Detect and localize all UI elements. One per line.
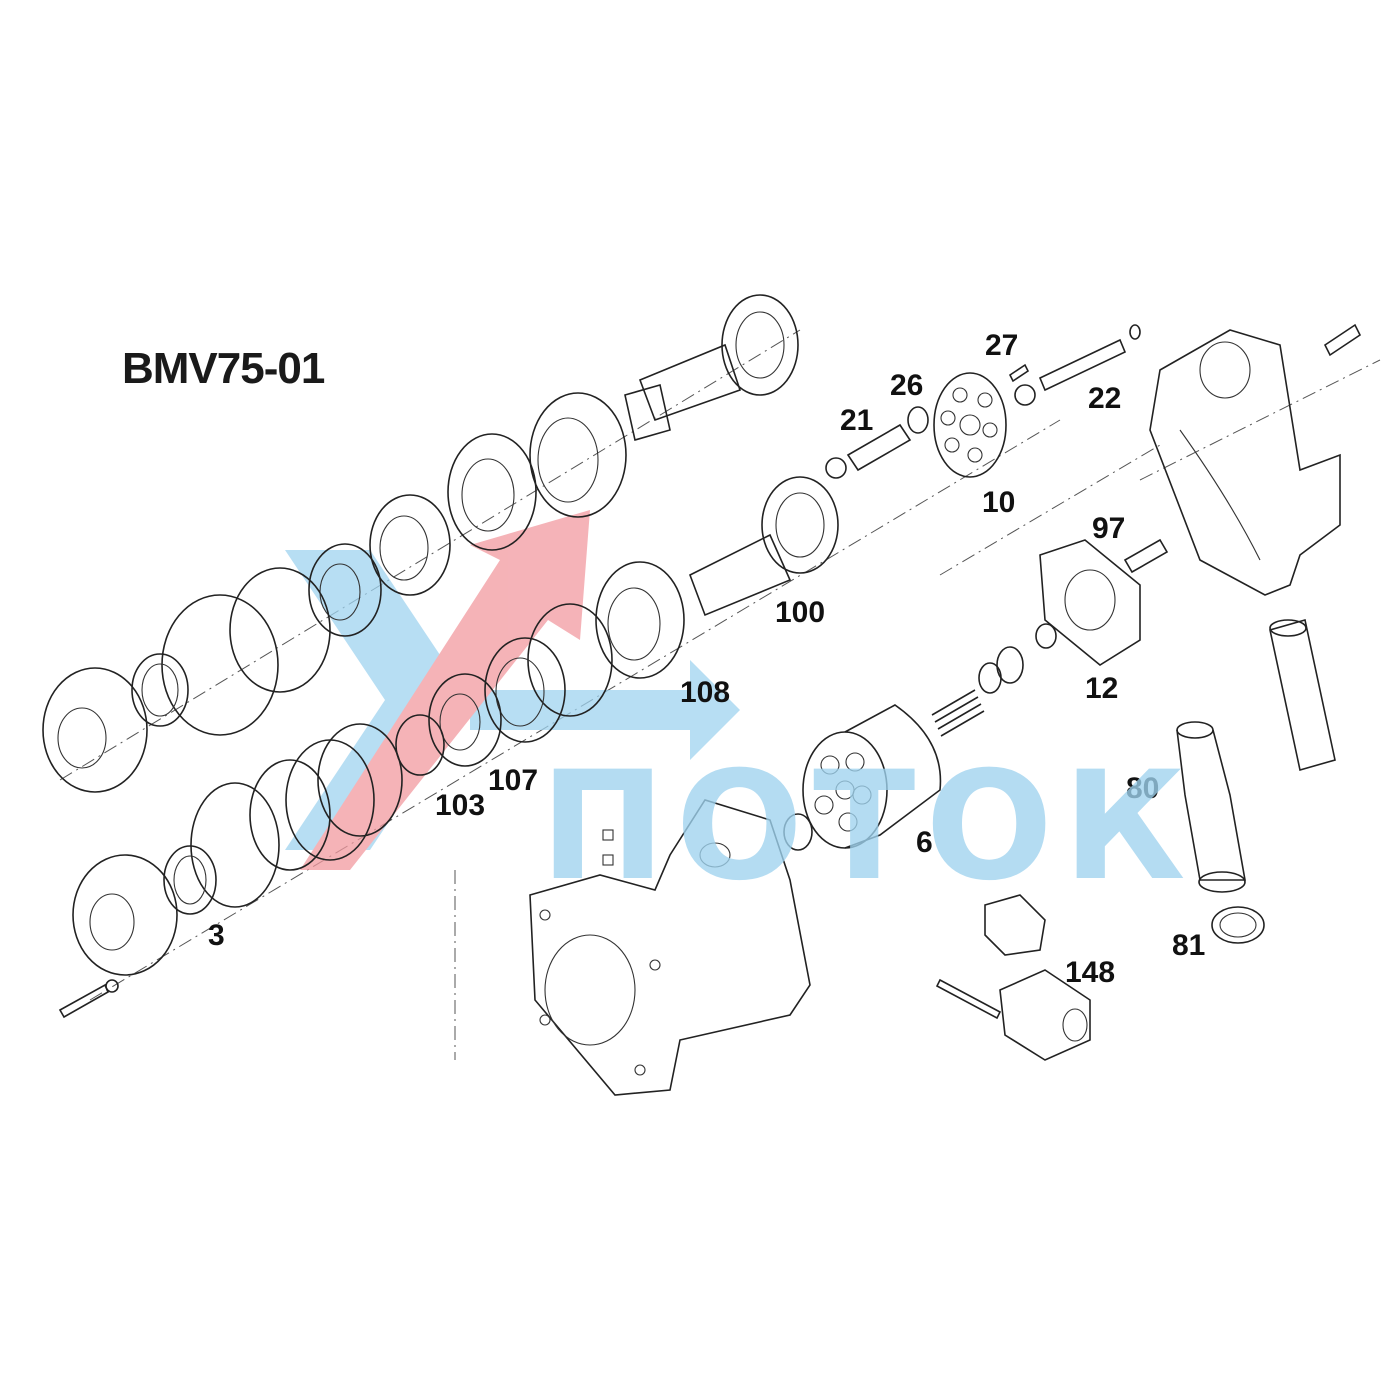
- part-label-22: 22: [1088, 382, 1121, 415]
- ring-lower-2: [484, 637, 566, 743]
- end-cap-upper: [42, 667, 148, 793]
- seal-26: [907, 406, 929, 434]
- lower-shaft: [688, 476, 839, 617]
- retainer-plate-10: [933, 372, 1007, 478]
- snap-ring-upper-large: [229, 567, 331, 693]
- housing-rear: [1149, 329, 1341, 596]
- watermark-text: ПОТОК: [540, 740, 1196, 914]
- o-ring-upper: [161, 594, 279, 736]
- solenoid-148: [935, 894, 1091, 1061]
- part-label-108: 108: [680, 676, 730, 709]
- piston-80: [1176, 721, 1246, 893]
- part-label-148: 148: [1065, 956, 1115, 989]
- nut-103: [395, 714, 445, 776]
- end-cap-lower: [72, 854, 178, 976]
- part-label-81: 81: [1172, 929, 1205, 962]
- upper-shaft: [624, 294, 799, 442]
- bearing-upper: [369, 494, 451, 596]
- part-label-80: 80: [1126, 772, 1159, 805]
- part-label-6: 6: [916, 826, 933, 859]
- part-label-21: 21: [840, 404, 873, 437]
- part-label-107: 107: [488, 764, 538, 797]
- part-label-97: 97: [1092, 512, 1125, 545]
- housing-front: [529, 799, 811, 1096]
- part-label-103: 103: [435, 789, 485, 822]
- spring-pack: [931, 623, 1057, 737]
- bolt-lower-left: [58, 979, 119, 1019]
- part-label-12: 12: [1085, 672, 1118, 705]
- bearing-107: [428, 673, 502, 767]
- part-label-100: 100: [775, 596, 825, 629]
- diagram-title: BMV75-01: [122, 344, 325, 393]
- part-label-26: 26: [890, 369, 923, 402]
- seal-ring-upper-1: [529, 392, 627, 518]
- port-plate-12: [1039, 539, 1141, 666]
- screw-27: [1008, 363, 1030, 383]
- piston-21: [825, 423, 912, 479]
- snap-rings-lower: [190, 723, 403, 908]
- bearing-lower: [595, 561, 685, 679]
- flange-ring-upper: [447, 433, 537, 551]
- seal-small-upper: [131, 653, 189, 727]
- part-label-27: 27: [985, 329, 1018, 362]
- sleeve-right: [1269, 618, 1336, 772]
- pin-22: [1014, 324, 1141, 406]
- ring-81: [1211, 906, 1265, 944]
- part-label-10: 10: [982, 486, 1015, 519]
- cylinder-block-6: [783, 704, 942, 851]
- pin-97: [1123, 538, 1169, 574]
- part-label-3: 3: [208, 919, 225, 952]
- seal-3: [163, 845, 217, 915]
- part-labels: 27 26 22 21 10 97 100 108 12 107 103 80 …: [208, 329, 1205, 989]
- bolt-upper-right: [1323, 323, 1362, 357]
